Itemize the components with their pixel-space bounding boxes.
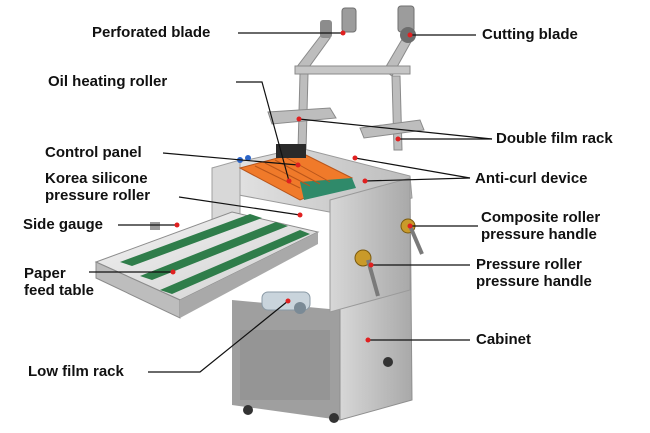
label-side-gauge: Side gauge xyxy=(23,216,104,233)
label-korea-line2: pressure roller xyxy=(45,187,151,204)
label-control-panel: Control panel xyxy=(45,144,142,161)
film-rack-arms xyxy=(267,33,425,151)
label-cutting-blade: Cutting blade xyxy=(482,26,578,43)
cutting-blade-part xyxy=(397,5,416,43)
label-perforated-blade: Perforated blade xyxy=(92,24,211,41)
label-composite-line1: Composite roller xyxy=(481,209,601,226)
label-cabinet: Cabinet xyxy=(476,331,532,348)
label-paper-line2: feed table xyxy=(24,282,95,299)
control-panel-part xyxy=(237,144,306,163)
label-paper-feed-table: Paper feed table xyxy=(24,265,94,299)
label-composite-line2: pressure handle xyxy=(481,226,597,243)
label-pressure-line2: pressure handle xyxy=(476,273,592,290)
label-pressure-line1: Pressure roller xyxy=(476,256,582,273)
marker-dots xyxy=(170,30,413,343)
label-paper-line1: Paper xyxy=(24,265,66,282)
label-double-film-rack: Double film rack xyxy=(496,130,613,147)
oil-heating-roller-part xyxy=(238,151,356,201)
label-low-film-rack: Low film rack xyxy=(28,363,124,380)
label-korea-line1: Korea silicone xyxy=(45,170,148,187)
label-pressure-roller-pressure-handle: Pressure roller pressure handle xyxy=(476,256,592,290)
leader-lines xyxy=(89,32,493,373)
label-composite-roller-pressure-handle: Composite roller pressure handle xyxy=(481,209,600,243)
label-oil-heating-roller: Oil heating roller xyxy=(48,73,168,90)
label-korea-silicone-pressure-roller: Korea silicone pressure roller xyxy=(45,170,150,204)
label-anti-curl-device: Anti-curl device xyxy=(475,170,588,187)
paper-feed-table-part xyxy=(94,211,320,319)
